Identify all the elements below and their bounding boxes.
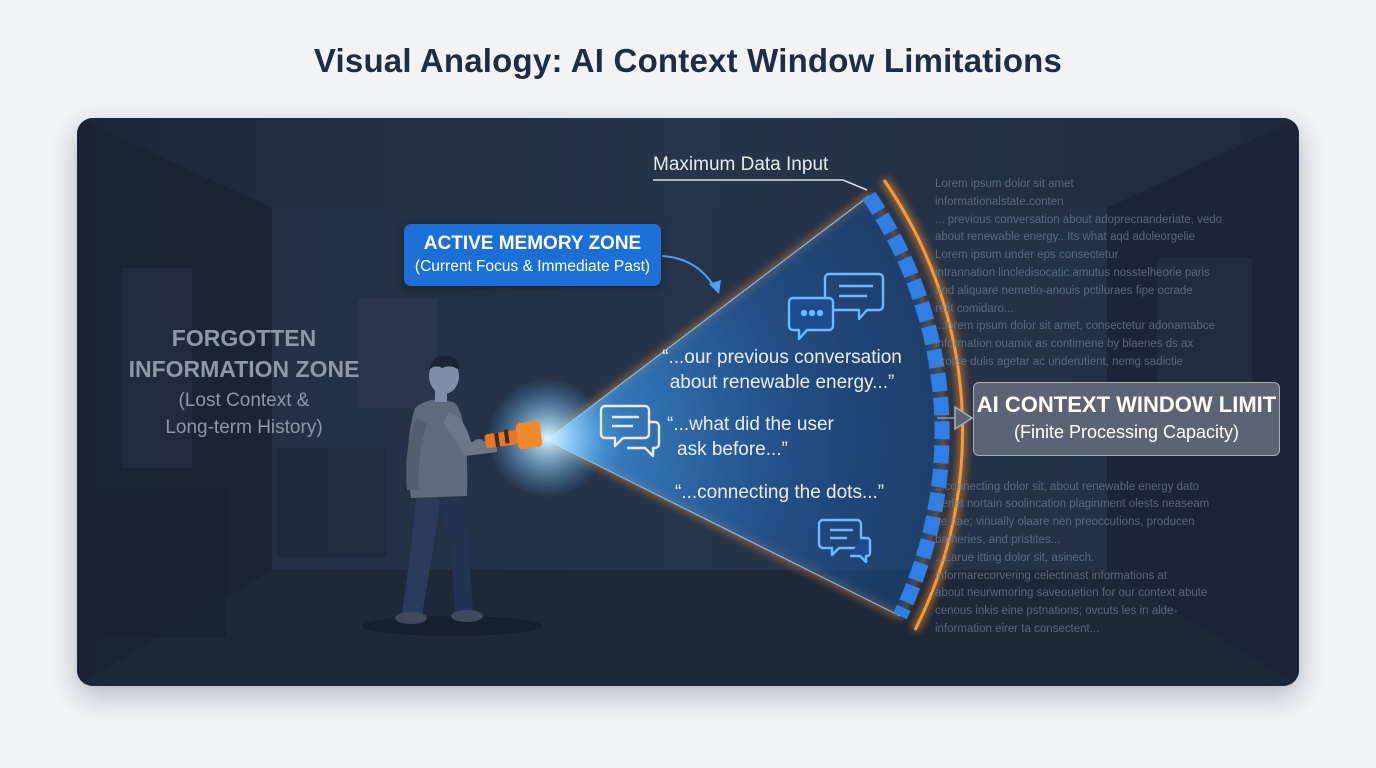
background-text-line: batheries, and pristites... xyxy=(935,533,1061,546)
quote-line: ask before...” xyxy=(677,439,788,460)
active-zone-subtitle: (Current Focus & Immediate Past) xyxy=(414,258,651,275)
forgotten-zone-label: FORGOTTEN INFORMATION ZONE (Lost Context… xyxy=(117,323,371,441)
max-input-label: Maximum Data Input xyxy=(653,154,829,175)
chat-bubbles-icon xyxy=(599,404,661,458)
quote-line: about renewable energy...” xyxy=(669,372,895,393)
background-text-line: and aliquare nemetio-anouis pctiluraes f… xyxy=(935,284,1193,297)
forgotten-title-line-2: INFORMATION ZONE xyxy=(128,356,360,382)
background-text-line: information ouamix as contimene by blaen… xyxy=(935,338,1194,351)
limit-title: AI CONTEXT WINDOW LIMIT xyxy=(976,392,1277,417)
background-text-line: Lorem ipsum under eps consectetur xyxy=(935,249,1119,262)
person-with-flashlight xyxy=(362,355,543,636)
background-text-line: ...lorem ipsum dolor sit amet, consectet… xyxy=(935,320,1215,333)
background-text-line: Lorem ipsum dolor sit amet xyxy=(935,178,1074,190)
forgotten-subtitle-line-2: Long-term History) xyxy=(165,417,323,438)
quote-renewable-energy: “...our previous conversation about rene… xyxy=(657,345,907,395)
background-text-line: about renewable energy.. Its what aqd ad… xyxy=(935,231,1195,244)
context-window-limit-label: AI CONTEXT WINDOW LIMIT (Finite Processi… xyxy=(973,382,1280,456)
background-text-line: ite nae; vinually olaare nen preoccution… xyxy=(935,516,1195,529)
forgotten-subtitle-line-1: (Lost Context & xyxy=(178,390,310,411)
quote-user-ask: “...what did the user ask before...” xyxy=(667,412,857,462)
page-title: Visual Analogy: AI Context Window Limita… xyxy=(313,42,1063,79)
background-text-line: intrannation lincledisocatic.amutus noss… xyxy=(935,266,1210,279)
background-text-line: information eirer ta consectent... xyxy=(935,622,1100,635)
background-text-line: protse dulis agetar ac underutient, nemg… xyxy=(935,355,1184,368)
background-text: Lorem ipsum dolor sit amet informational… xyxy=(935,176,1265,639)
active-memory-zone-label: ACTIVE MEMORY ZONE (Current Focus & Imme… xyxy=(404,224,661,286)
background-text-line: informarecorvering celectinast informati… xyxy=(935,569,1168,582)
quote-line: “...our previous conversation xyxy=(662,347,902,368)
quote-line: “...what did the user xyxy=(667,414,834,435)
background-text-line: herlet nortain soolincation plaginment o… xyxy=(935,498,1210,511)
background-text-line: about neurwmoring saveouetion for our co… xyxy=(935,587,1208,600)
limit-subtitle: (Finite Processing Capacity) xyxy=(1013,422,1240,442)
background-text-line: informationalstate.conten xyxy=(935,195,1064,208)
background-text-line: ...connecting dolor sit, about renewable… xyxy=(935,480,1200,493)
background-text-line: ...Larue itting dolor sit, asinech. xyxy=(935,551,1095,564)
chat-bubbles-icon xyxy=(817,518,872,564)
forgotten-title-line-1: FORGOTTEN xyxy=(171,325,317,351)
background-text-line: relit comidaro... xyxy=(935,302,1014,315)
background-text-line xyxy=(935,461,1265,479)
quote-connecting-dots: “...connecting the dots...” xyxy=(675,482,885,503)
active-zone-title: ACTIVE MEMORY ZONE xyxy=(423,233,642,254)
background-text-line: cenous inkis eine pstnations; ovcuts les… xyxy=(935,605,1178,618)
chat-bubbles-icon xyxy=(787,272,885,341)
background-text-line: ... previous conversation about adoprecn… xyxy=(935,213,1223,226)
diagram-panel: Lorem ipsum dolor sit amet informational… xyxy=(77,118,1299,686)
